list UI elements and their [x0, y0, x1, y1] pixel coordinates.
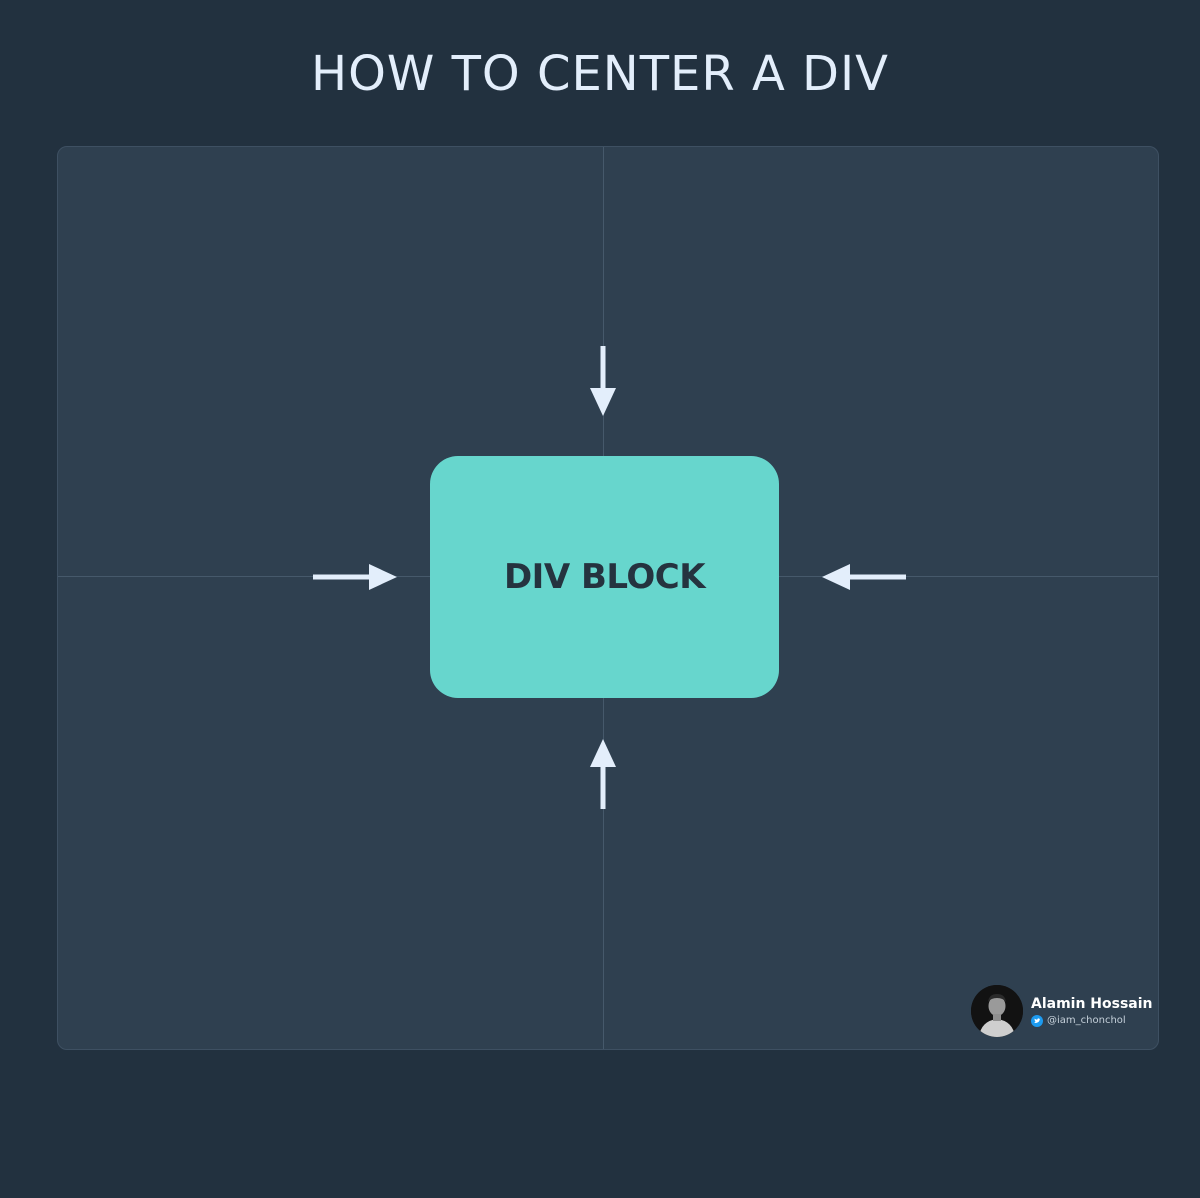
page-title: HOW TO CENTER A DIV — [310, 46, 889, 102]
author-handle[interactable]: @iam_chonchol — [1047, 1015, 1126, 1026]
arrow-left-icon — [822, 564, 906, 590]
div-block-label: DIV BLOCK — [503, 557, 706, 597]
arrow-up-icon — [590, 739, 616, 809]
arrow-down-icon — [590, 346, 616, 416]
avatar — [971, 985, 1023, 1037]
twitter-bird-icon — [1031, 1015, 1043, 1027]
diagram-canvas: DIV BLOCK Alamin Hossain @iam_chonchol — [57, 146, 1159, 1050]
arrow-right-icon — [313, 564, 397, 590]
author-badge: Alamin Hossain @iam_chonchol — [971, 985, 1153, 1037]
author-name: Alamin Hossain — [1031, 996, 1153, 1012]
div-block: DIV BLOCK — [430, 456, 779, 698]
